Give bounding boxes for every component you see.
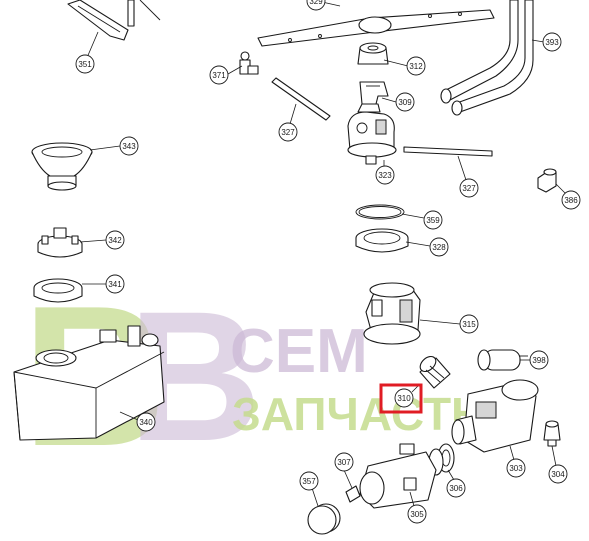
callout-327-upper: 327 bbox=[278, 122, 298, 142]
callout-327-lower: 327 bbox=[459, 178, 479, 198]
part-398-capacitor bbox=[477, 349, 528, 371]
callout-label: 304 bbox=[551, 470, 565, 479]
part-327-rod-upper bbox=[271, 77, 331, 121]
callout-342: 342 bbox=[105, 230, 125, 250]
watermark-line-2: ЗАПЧАСТЬ bbox=[232, 388, 484, 440]
callout-label: 329 bbox=[309, 0, 323, 6]
callout-398: 398 bbox=[529, 350, 549, 370]
callout-359: 359 bbox=[423, 210, 443, 230]
callout-label: 351 bbox=[78, 60, 92, 69]
callout-label: 393 bbox=[545, 38, 559, 47]
part-357-seal bbox=[307, 503, 341, 535]
part-309-clip bbox=[359, 81, 389, 105]
watermark-line-1: СЕМ bbox=[230, 317, 368, 386]
callout-label: 323 bbox=[378, 171, 392, 180]
callout-label: 306 bbox=[449, 484, 463, 493]
callout-386: 386 bbox=[561, 190, 581, 210]
callout-341: 341 bbox=[105, 274, 125, 294]
callout-323: 323 bbox=[375, 165, 395, 185]
callout-label: 340 bbox=[139, 418, 153, 427]
part-386-fitting bbox=[537, 168, 557, 193]
part-329-upper-spray-arm bbox=[257, 9, 495, 47]
callout-label: 341 bbox=[108, 280, 122, 289]
callout-label: 357 bbox=[302, 477, 316, 486]
callout-label: 342 bbox=[108, 236, 122, 245]
callout-303: 303 bbox=[506, 458, 526, 478]
callout-357: 357 bbox=[299, 471, 319, 491]
part-341-ring bbox=[33, 278, 83, 303]
callout-label: 303 bbox=[509, 464, 523, 473]
callout-310: 310 bbox=[379, 383, 423, 414]
callout-label: 315 bbox=[462, 320, 476, 329]
callout-351: 351 bbox=[75, 54, 95, 74]
part-310-hose-connector bbox=[419, 355, 451, 389]
callout-label: 312 bbox=[409, 62, 423, 71]
part-351-spray-arm-holder bbox=[67, 0, 161, 41]
callout-label: 359 bbox=[426, 216, 440, 225]
callout-label: 328 bbox=[432, 243, 446, 252]
part-343-filter-cup bbox=[31, 142, 93, 191]
callout-label: 307 bbox=[337, 458, 351, 467]
callout-312: 312 bbox=[406, 56, 426, 76]
callout-371: 371 bbox=[209, 65, 229, 85]
callout-343: 343 bbox=[119, 136, 139, 156]
part-315-pump-housing bbox=[363, 282, 421, 345]
callout-label: 327 bbox=[462, 184, 476, 193]
part-323-diverter bbox=[347, 103, 397, 165]
part-303-circulation-pump bbox=[451, 379, 539, 453]
callout-340: 340 bbox=[136, 412, 156, 432]
callout-label: 371 bbox=[212, 71, 226, 80]
part-328-ring-nut bbox=[355, 228, 409, 253]
callout-label: 305 bbox=[410, 510, 424, 519]
highlight-box bbox=[379, 383, 423, 414]
callout-315: 315 bbox=[459, 314, 479, 334]
callout-label: 309 bbox=[398, 98, 412, 107]
part-312-nut bbox=[357, 42, 389, 65]
callout-label: 386 bbox=[564, 196, 578, 205]
part-359-o-ring bbox=[355, 204, 405, 220]
callout-306: 306 bbox=[446, 478, 466, 498]
part-307-clip bbox=[345, 485, 361, 503]
callout-307: 307 bbox=[334, 452, 354, 472]
callout-304: 304 bbox=[548, 464, 568, 484]
callout-328: 328 bbox=[429, 237, 449, 257]
part-305-heater-housing bbox=[359, 443, 437, 509]
callout-label: 398 bbox=[532, 356, 546, 365]
callout-label: 310 bbox=[397, 394, 411, 403]
callout-label: 343 bbox=[122, 142, 136, 151]
part-342-cap bbox=[37, 227, 83, 258]
part-371-fitting bbox=[239, 51, 259, 75]
callout-309: 309 bbox=[395, 92, 415, 112]
callout-label: 327 bbox=[281, 128, 295, 137]
part-327-rod-lower bbox=[403, 146, 493, 157]
part-393-water-pipes bbox=[440, 0, 534, 116]
callout-393: 393 bbox=[542, 32, 562, 52]
callout-329: 329 bbox=[306, 0, 326, 11]
part-304-fitting bbox=[543, 420, 561, 447]
callout-305: 305 bbox=[407, 504, 427, 524]
